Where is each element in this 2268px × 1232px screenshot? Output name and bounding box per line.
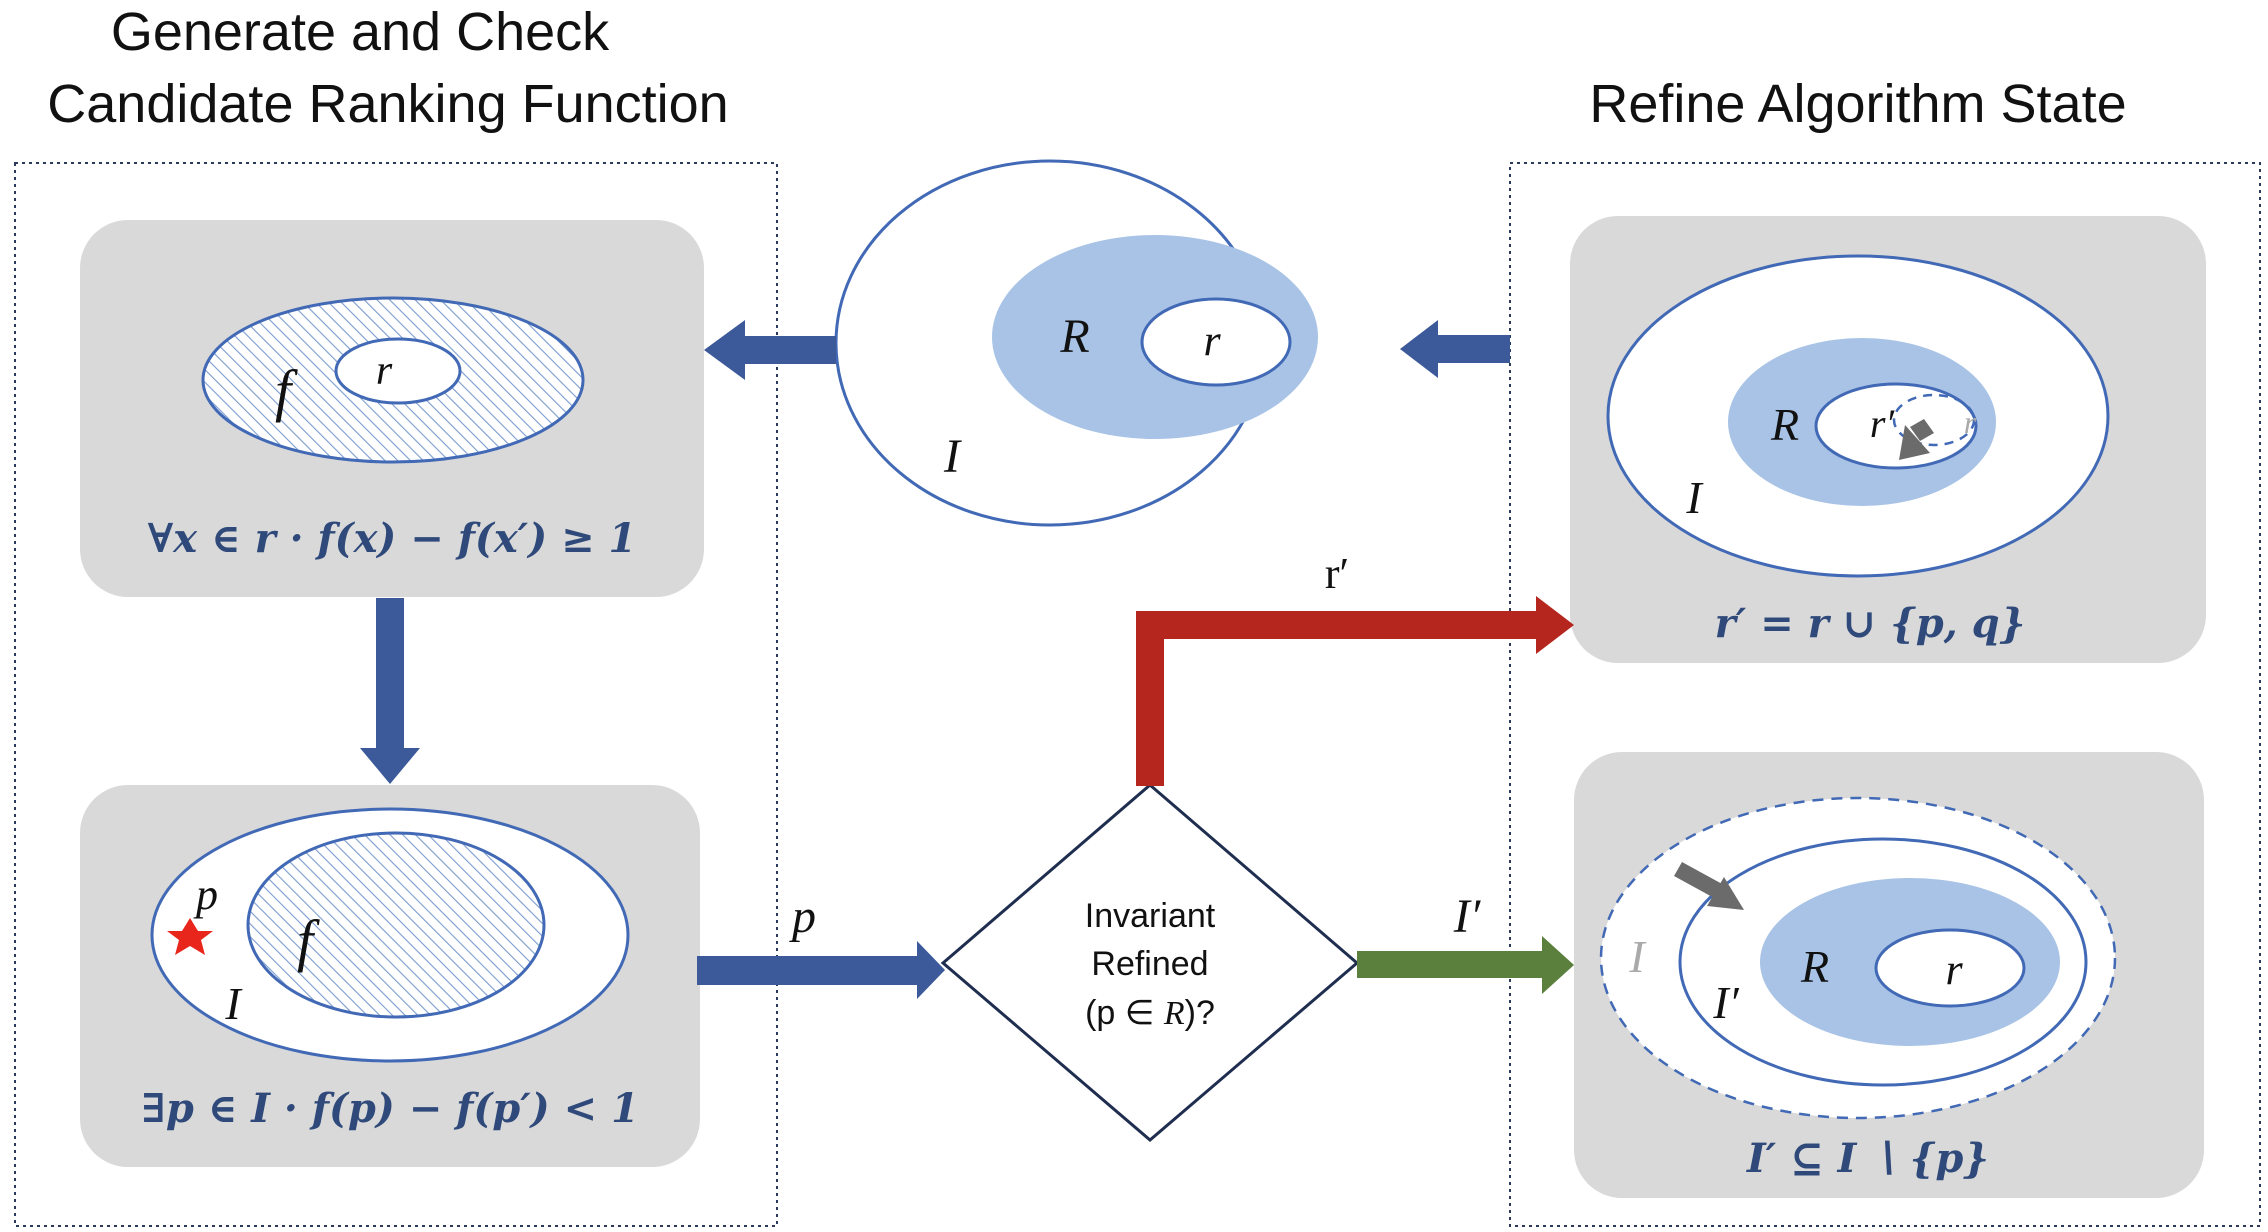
decision-line1: Invariant (1085, 897, 1216, 935)
refine-r-region-label: R (1770, 399, 1799, 450)
refine-i-region-label: R (1800, 941, 1829, 992)
refine-r-new-inner-label: r′ (1870, 401, 1896, 446)
refine-i-shrink-arrow-shaft (1674, 862, 1724, 899)
counterexample-formula: ∃p ∈ I · f(p) − f(p′) < 1 (141, 1085, 639, 1132)
refine-i-panel: I R r I′ I′ ⊆ I ∖ {p} (1574, 752, 2204, 1198)
decision-line3-variable: R (1163, 995, 1185, 1032)
refine-i-inner-ellipse (1874, 928, 2026, 1008)
refine-r-formula: r′ = r ∪ {p, q} (1715, 600, 2026, 647)
check-formula: ∀x ∈ r · f(x) − f(x′) ≥ 1 (148, 515, 637, 562)
counterexample-star-icon (167, 918, 213, 955)
arrow-p-head-icon (917, 941, 945, 999)
center-inner-ellipse (1140, 297, 1292, 387)
arrow-refine-to-center-shaft (1435, 335, 1510, 363)
refine-i-formula: I′ ⊆ I ∖ {p} (1746, 1135, 1989, 1182)
refine-i-inner-label: r (1945, 945, 1963, 994)
check-inner-label: r (376, 348, 393, 394)
decision-line3-suffix: )? (1185, 994, 1215, 1032)
check-panel: r f ∀x ∈ r · f(x) − f(x′) ≥ 1 (80, 220, 704, 597)
counterexample-inner-ellipse (246, 831, 546, 1019)
counterexample-outer-label: I (224, 978, 243, 1029)
refine-r-outer-label: I (1685, 472, 1704, 523)
right-title: Refine Algorithm State (1589, 74, 2126, 134)
left-title-line1: Generate and Check (111, 2, 610, 62)
refine-i-shrink-arrow-icon (1707, 877, 1744, 910)
center-state: R r I (834, 159, 1318, 527)
refine-r-old-inner-ellipse (1892, 393, 1976, 447)
edge-label-p: p (789, 890, 816, 943)
decision-diamond (940, 783, 1360, 1142)
arrow-r-prime-vertical-shaft (1136, 611, 1164, 786)
refine-r-shrink-arrow-icon (1899, 425, 1930, 460)
counterexample-point-label: p (193, 870, 218, 919)
arrow-p-shaft (697, 956, 919, 985)
edge-label-i-prime: I′ (1453, 890, 1482, 943)
center-outer-label: I (943, 430, 962, 483)
left-group-box (14, 162, 778, 1227)
decision-line3: (p ∈ R)? (1085, 994, 1215, 1032)
decision-line2: Refined (1091, 945, 1208, 983)
left-title-line2: Candidate Ranking Function (47, 74, 728, 134)
arrow-r-prime-horizontal-shaft (1136, 611, 1538, 639)
refine-r-shrink-arrow-shaft (1910, 419, 1934, 441)
refine-r-old-inner-label: r (1964, 404, 1977, 440)
arrow-center-to-check-head-icon (704, 320, 745, 380)
center-inner-label: r (1203, 316, 1221, 365)
arrow-r-prime-head-icon (1536, 596, 1574, 654)
refine-r-panel: r R r′ I r′ = r ∪ {p, q} (1570, 216, 2206, 663)
check-inner-ellipse (334, 337, 462, 405)
counterexample-panel: f p I ∃p ∈ I · f(p) − f(p′) < 1 (80, 785, 700, 1167)
arrow-check-to-counterexample-head-icon (360, 748, 420, 784)
right-group-box (1509, 162, 2261, 1227)
decision-node: Invariant Refined (p ∈ R)? (940, 783, 1360, 1142)
decision-line3-prefix: (p ∈ (1085, 994, 1164, 1032)
arrow-refine-to-center-head-icon (1400, 320, 1438, 378)
refine-i-old-outer-label: I (1628, 931, 1647, 982)
refine-i-new-outer-label: I′ (1712, 977, 1739, 1028)
edge-label-r-prime: r′ (1325, 549, 1349, 598)
arrow-i-prime-shaft (1357, 951, 1544, 978)
arrow-i-prime-head-icon (1542, 936, 1574, 994)
arrow-center-to-check-shaft (742, 336, 836, 364)
arrow-check-to-counterexample-shaft (376, 598, 404, 750)
center-region-label: R (1059, 310, 1089, 363)
